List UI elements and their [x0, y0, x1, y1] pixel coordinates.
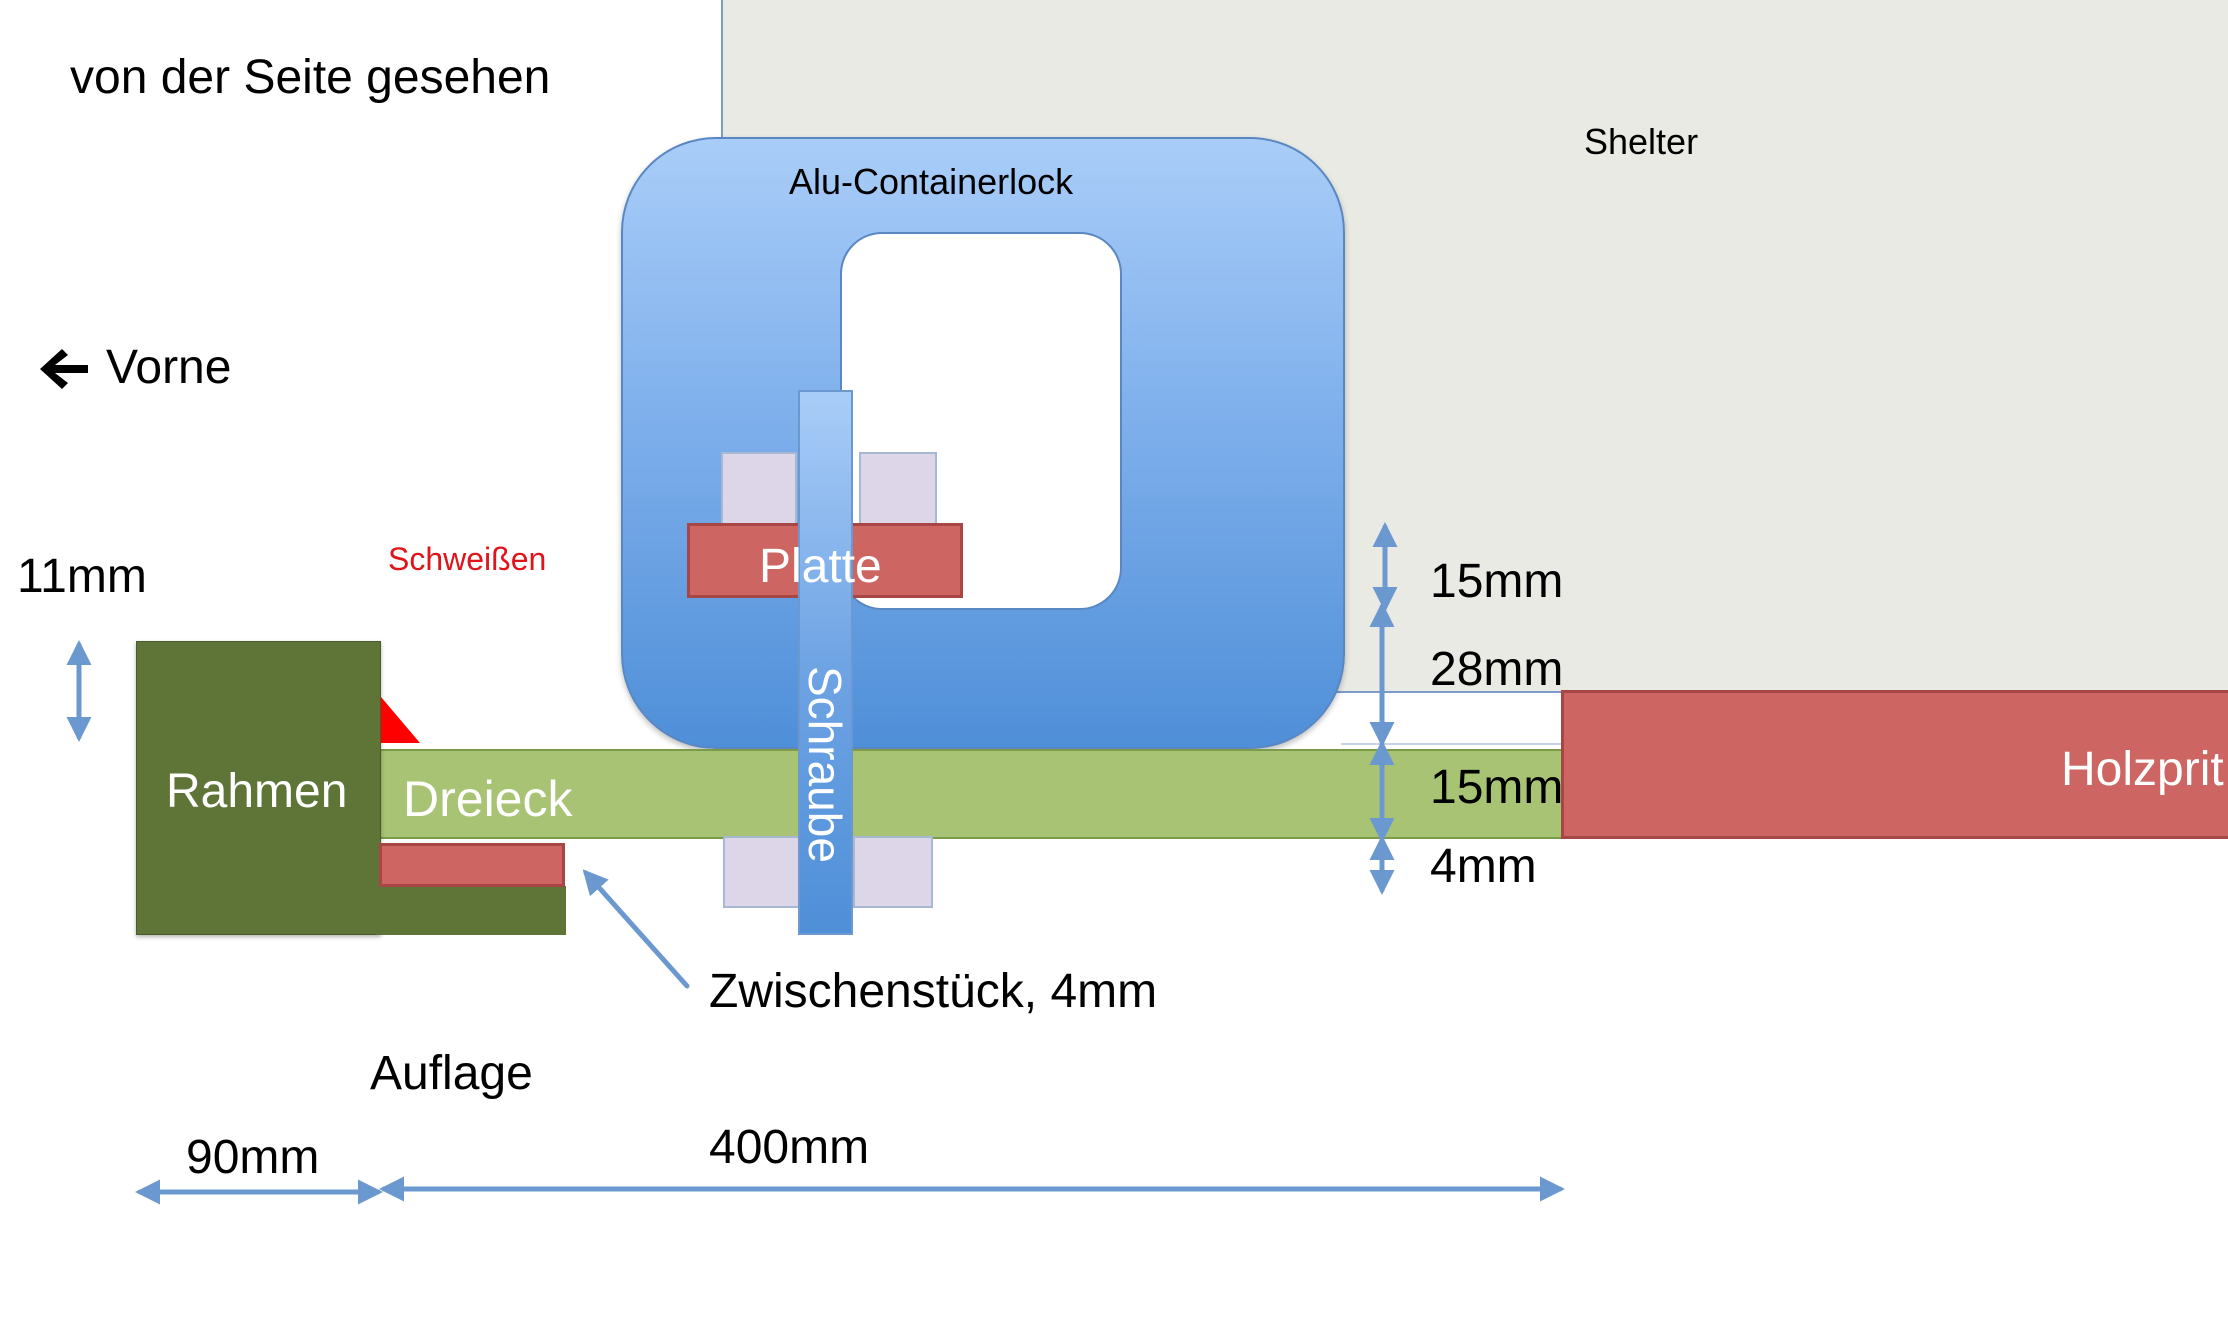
rahmen-label: Rahmen [166, 765, 348, 818]
dreieck-label: Dreieck [403, 771, 573, 827]
zwischenstueck-pointer-arrow [582, 869, 690, 989]
schraube-bolt [798, 390, 853, 935]
zwischenstueck-plate [379, 843, 565, 887]
schweissen-label: Schweißen [388, 541, 547, 577]
rahmen-block [136, 641, 381, 935]
direction-label: Vorne [106, 341, 232, 394]
dim-400mm: 400mm [709, 1121, 870, 1174]
platte-label: Platte [759, 540, 882, 593]
containerlock-label: Alu-Containerlock [789, 161, 1074, 202]
dim-4mm: 4mm [1430, 840, 1537, 893]
holzpritsche-label: Holzprit [2061, 743, 2224, 796]
dreieck-bar [376, 749, 1564, 839]
dim-90mm: 90mm [186, 1131, 320, 1184]
holzpritsche-block [1561, 690, 2228, 839]
upper-nut-right [859, 452, 937, 526]
dim-15mm-top: 15mm [1430, 555, 1564, 608]
dim-28mm: 28mm [1430, 643, 1564, 696]
lower-nut-right [853, 836, 933, 908]
shelter-label: Shelter [1584, 121, 1699, 162]
auflage-label: Auflage [370, 1047, 533, 1100]
arrow-left-icon [40, 349, 88, 389]
rahmen-foot [376, 886, 566, 935]
dim-11mm: 11mm [17, 550, 147, 603]
zwischenstueck-label: Zwischenstück, 4mm [709, 965, 1158, 1018]
page-title: von der Seite gesehen [70, 51, 551, 104]
dim-15mm-bottom: 15mm [1430, 761, 1564, 814]
weld-triangle [381, 697, 420, 743]
lower-nut-left [723, 836, 801, 908]
